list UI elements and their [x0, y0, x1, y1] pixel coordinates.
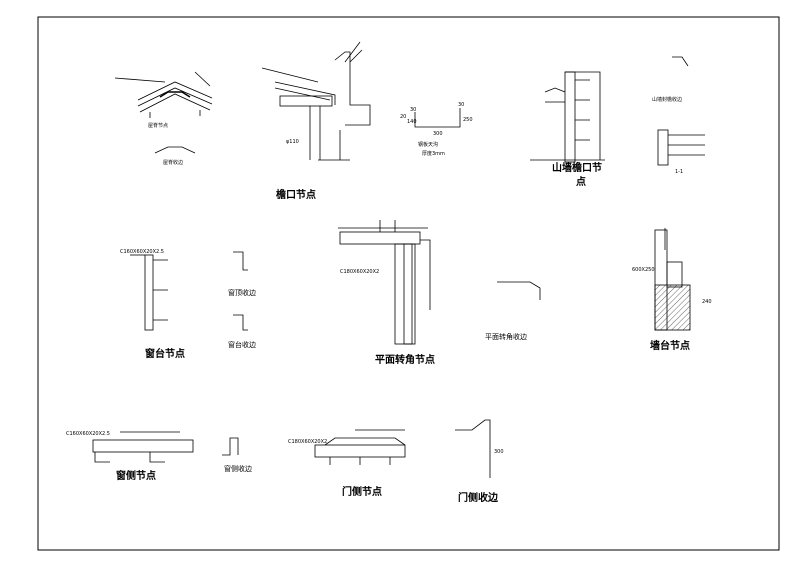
gutter-note: 钢板天沟 [418, 142, 439, 148]
window-side-flashing-title: 窗侧收边 [224, 465, 252, 473]
gable-eave-node-title-2: 点 [576, 177, 586, 188]
eave-node-title: 檐口节点 [276, 190, 316, 201]
purlin-label-d: C180X60X20X2 [288, 439, 328, 445]
gutter-dim-6: 20 [400, 114, 407, 120]
door-side-flashing-title: 门侧收边 [458, 493, 498, 504]
purlin-label-a: C160X60X20X2.5 [120, 249, 164, 255]
ridge-note: 屋脊节点 [148, 123, 169, 129]
window-side-node-title: 窗侧节点 [116, 471, 156, 482]
window-flashings [233, 251, 248, 331]
window-side-flashing-profile [222, 437, 239, 456]
gutter-dim-4: 30 [458, 102, 465, 108]
section-label: 1-1 [675, 169, 684, 175]
ridge-sub: 屋脊收边 [163, 160, 184, 166]
gutter-dim-5: 250 [463, 117, 473, 123]
wall-sill-node-title: 墙台节点 [650, 341, 690, 352]
gutter-profile [414, 108, 461, 128]
ridge-detail [114, 71, 213, 154]
roof-corner-node-title: 平面转角节点 [375, 355, 435, 366]
gutter-dim-1: 30 [410, 107, 417, 113]
window-sill-detail [130, 254, 168, 331]
roof-corner-detail [338, 220, 431, 345]
door-side-flashing-profile [455, 419, 491, 478]
pipe-diameter: φ110 [286, 139, 299, 145]
gable-flashing [657, 56, 705, 166]
wall-sill-detail [654, 228, 691, 331]
door-side-node-title: 门侧节点 [342, 487, 382, 498]
gutter-thickness: 厚度3mm [422, 151, 445, 157]
gable-eave-node-title: 山墙檐口节 [552, 163, 602, 174]
wall-dimension-2: 240 [702, 299, 712, 305]
roof-corner-flashing-profile [497, 281, 541, 300]
purlin-label-c: C180X60X20X2 [340, 269, 380, 275]
roof-corner-flashing-title: 平面转角收边 [485, 333, 527, 341]
window-side-detail [92, 431, 194, 463]
window-sill-node-title: 窗台节点 [145, 349, 185, 360]
window-sill-flashing-title: 窗台收边 [228, 341, 256, 349]
gable-eave-detail [530, 71, 605, 163]
gutter-dim-2: 140 [407, 119, 417, 125]
purlin-label-b: C160X60X20X2.5 [66, 431, 110, 437]
gutter-dim-3: 300 [433, 131, 443, 137]
eave-detail [261, 41, 371, 161]
door-side-detail [314, 429, 406, 465]
door-dimension: 300 [494, 449, 504, 455]
gable-flashing-note: 山墙封檐收边 [652, 97, 683, 103]
window-top-flashing-title: 窗顶收边 [228, 289, 256, 297]
sheet-border [37, 16, 780, 551]
wall-dimension: 600X250 [632, 267, 655, 273]
